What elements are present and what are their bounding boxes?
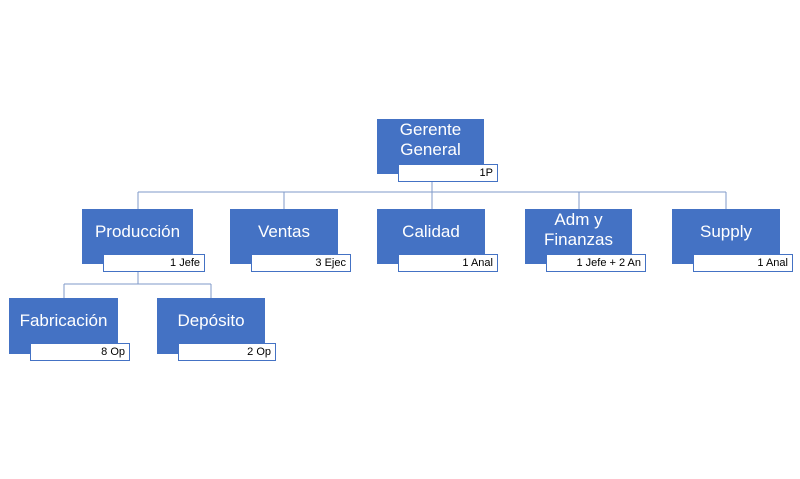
node-title: Producción <box>94 221 181 241</box>
node-title: Adm y Finanzas <box>544 209 613 249</box>
headcount-calidad: 1 Anal <box>398 254 498 272</box>
headcount-deposito: 2 Op <box>178 343 276 361</box>
headcount-adm-finanzas: 1 Jefe + 2 An <box>546 254 646 272</box>
node-title: Depósito <box>177 311 245 331</box>
node-title: Ventas <box>258 221 310 241</box>
headcount-ventas: 3 Ejec <box>251 254 351 272</box>
headcount-fabricacion: 8 Op <box>30 343 130 361</box>
headcount-produccion: 1 Jefe <box>103 254 205 272</box>
node-title: Calidad <box>402 221 460 241</box>
node-title: Supply <box>700 221 752 241</box>
headcount-gerente-general: 1P <box>398 164 498 182</box>
headcount-supply: 1 Anal <box>693 254 793 272</box>
node-title: Fabricación <box>19 311 108 331</box>
node-title: Gerente General <box>399 119 462 159</box>
